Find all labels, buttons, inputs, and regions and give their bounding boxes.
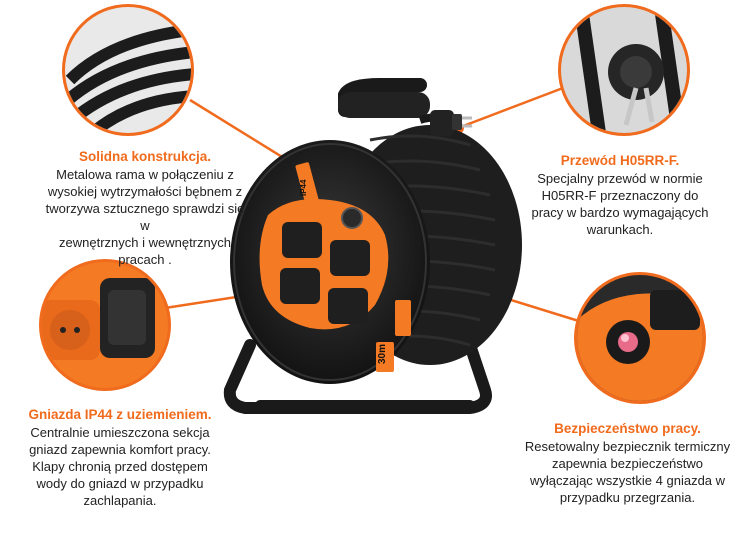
socket-cover-4 [328,288,368,324]
plug [430,110,472,136]
callout-title: Solidna konstrukcja. [78,149,212,164]
callout-body: Resetowalny bezpiecznik termiczny zapewn… [524,439,731,505]
thermal-fuse-button [341,207,363,229]
disc-labels [295,162,411,372]
socket-group [280,222,370,324]
callout-body: Metalowa rama w połączeniu z wysokiej wy… [45,167,245,267]
callout-bezpieczenstwo: Bezpieczeństwo pracy. Resetowalny bezpie… [515,420,740,506]
callout-przewod: Przewód H05RR-F. Specjalny przewód w nor… [520,152,720,238]
callout-body: Centralnie umieszczona sekcja gniazd zap… [29,425,211,508]
reel-handle [338,92,430,118]
callout-gniazda: Gniazda IP44 z uziemieniem. Centralnie u… [20,406,220,509]
ip-label: IP44 [299,179,308,196]
socket-cover-2 [330,240,370,276]
callout-title: Gniazda IP44 z uziemieniem. [28,407,212,422]
socket-closeup-icon [39,259,171,391]
length-label: 30m [377,344,388,364]
socket-cover-1 [282,222,322,258]
callout-konstrukcja: Solidna konstrukcja. Metalowa rama w poł… [40,148,250,268]
callout-title: Przewód H05RR-F. [560,153,680,168]
plug-closeup-icon [558,4,690,136]
fuse-closeup-icon [574,272,706,404]
callout-title: Bezpieczeństwo pracy. [554,421,701,436]
cable-closeup-icon [62,4,194,136]
callout-body: Specjalny przewód w normie H05RR-F przez… [531,171,709,237]
socket-cover-3 [280,268,320,304]
